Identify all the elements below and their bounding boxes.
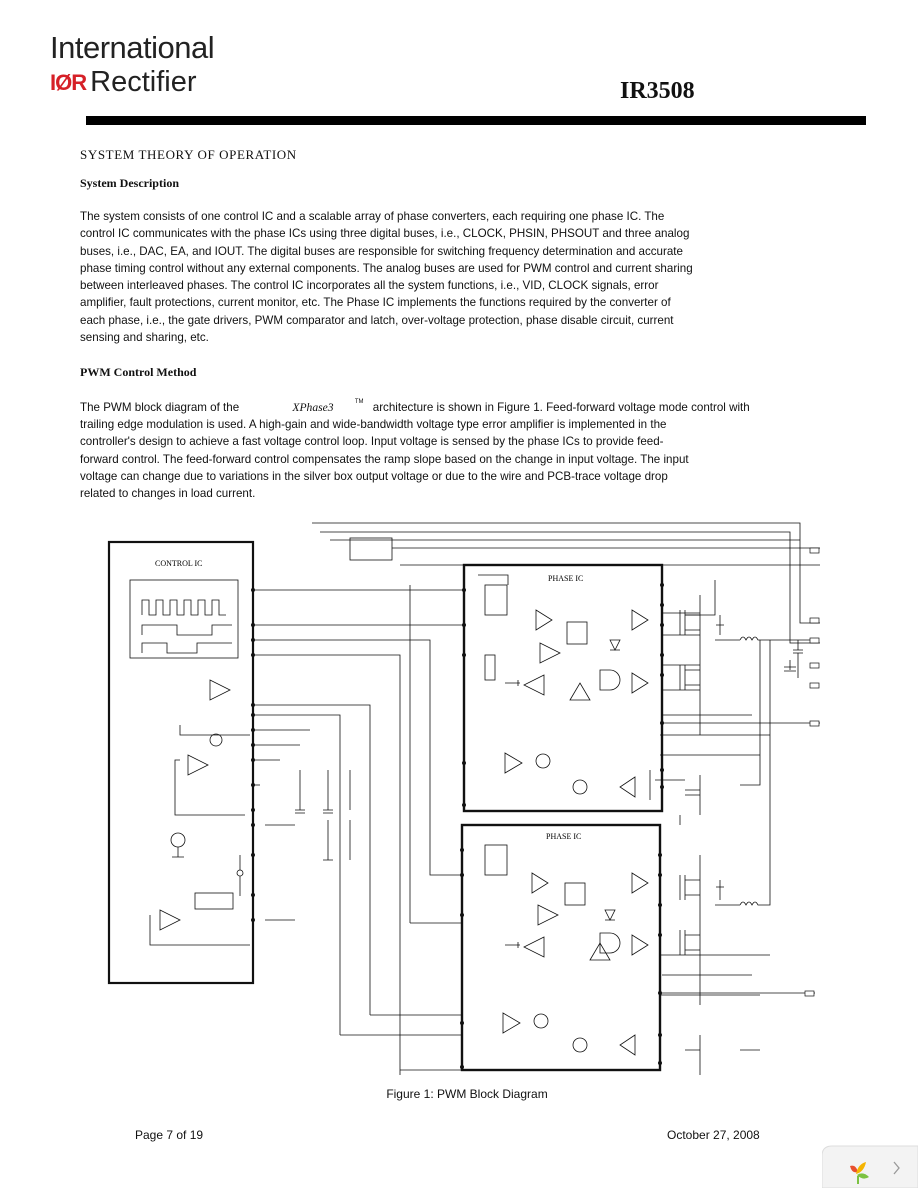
paragraph-line: related to changes in load current. <box>80 487 256 501</box>
chevron-right-icon <box>893 1161 900 1175</box>
paragraph-line: amplifier, fault protections, current mo… <box>80 296 671 310</box>
trademark: TM <box>354 399 364 405</box>
pwm-line1-pre: The PWM block diagram of the <box>80 400 240 414</box>
system-description-paragraph: The system consists of one control IC an… <box>80 208 758 346</box>
paragraph-line: forward control. The feed-forward contro… <box>80 452 689 466</box>
paragraph-line: sensing and sharing, etc. <box>80 331 209 345</box>
paragraph-line: trailing edge modulation is used. A high… <box>80 418 667 432</box>
paragraph-line: controller's design to achieve a fast vo… <box>80 435 664 449</box>
paragraph-line: buses, i.e., DAC, EA, and IOUT. The digi… <box>80 244 683 258</box>
control-ic-box <box>107 540 255 985</box>
part-number: IR3508 <box>620 78 695 104</box>
paragraph-line: between interleaved phases. The control … <box>80 279 659 293</box>
pwm-block-diagram: CONTROL IC PHASE IC PHASE IC <box>107 522 820 1075</box>
ior-logo-mark: IØR <box>50 69 87 95</box>
pwm-line1-post: architecture is shown in Figure 1. Feed-… <box>372 400 750 414</box>
xphase3-brand: XPhase3 <box>292 400 334 414</box>
figure-caption: Figure 1: PWM Block Diagram <box>386 1087 548 1101</box>
paragraph-line: The PWM block diagram of the XPhase3 TM … <box>80 397 780 416</box>
paragraph-line: The system consists of one control IC an… <box>80 210 665 223</box>
page-number: Page 7 of 19 <box>135 1128 204 1142</box>
document-date: October 27, 2008 <box>667 1128 760 1142</box>
logo-text-rectifier: Rectifier <box>90 66 197 98</box>
phase-ic-box-2 <box>460 823 662 1072</box>
paragraph-line: voltage can change due to variations in … <box>80 470 668 484</box>
header-rule <box>86 116 866 125</box>
pwm-control-heading: PWM Control Method <box>80 365 197 379</box>
section-title: SYSTEM THEORY OF OPERATION <box>80 147 297 162</box>
paragraph-line: phase timing control without any externa… <box>80 261 693 275</box>
clock-generator-box <box>129 579 239 659</box>
logo-text-international: International <box>50 30 215 65</box>
control-ic-label: CONTROL IC <box>155 559 202 568</box>
paragraph-line: control IC communicates with the phase I… <box>80 227 690 241</box>
paragraph-line: each phase, i.e., the gate drivers, PWM … <box>80 313 674 327</box>
system-description-heading: System Description <box>80 176 179 190</box>
viewer-logo-icon <box>850 1162 869 1184</box>
pwm-control-paragraph: The PWM block diagram of the XPhase3 TM … <box>80 397 780 503</box>
viewer-corner-tab[interactable] <box>821 1144 918 1188</box>
logo: IØR Rectifier <box>50 66 196 99</box>
phase-ic-label-1: PHASE IC <box>548 574 583 583</box>
phase-ic-label-2: PHASE IC <box>546 832 581 841</box>
